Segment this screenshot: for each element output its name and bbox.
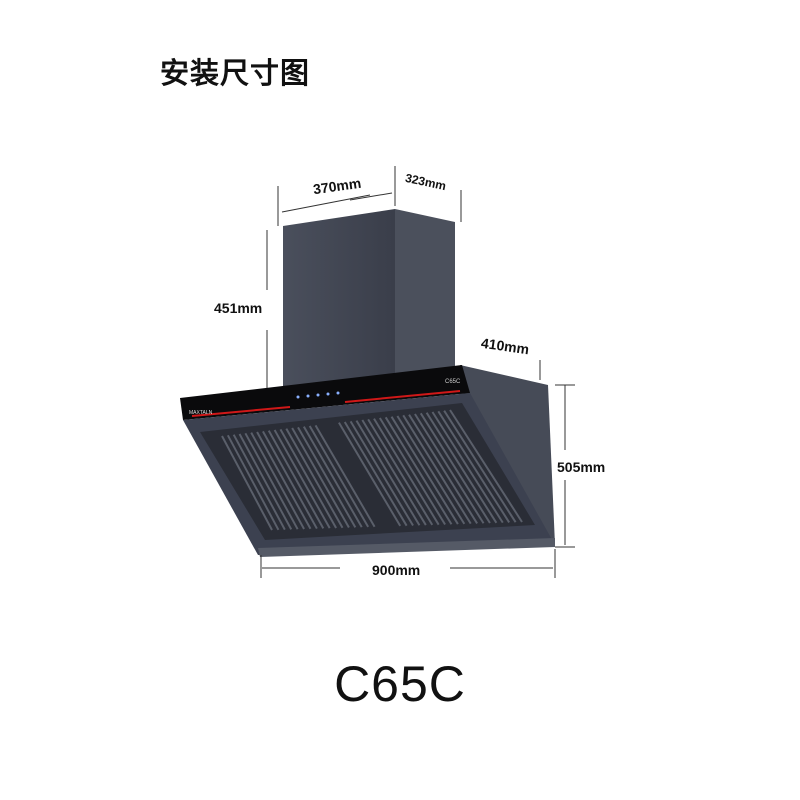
filter-fin	[437, 410, 511, 523]
accent-line-right	[344, 390, 461, 403]
filter-fin	[378, 417, 446, 525]
filter-fin	[367, 418, 434, 526]
filter-fin	[232, 434, 286, 531]
brand-logo: MAXTALN	[189, 410, 213, 416]
filter-fin	[297, 426, 357, 528]
filter-fin	[414, 413, 485, 524]
filter-fin	[431, 411, 504, 524]
filter-fin	[384, 416, 453, 525]
dim-chimney-height: 451mm	[214, 300, 263, 316]
filter-fin	[373, 418, 440, 526]
model-name: C65C	[334, 656, 466, 712]
filter-fin	[226, 434, 280, 531]
filter-fin	[314, 424, 376, 528]
filter-fin	[267, 430, 325, 529]
filter-fin	[408, 414, 478, 524]
filter-fin	[361, 419, 427, 526]
filter-fin	[291, 427, 350, 529]
filter-fin	[244, 432, 299, 530]
filter-fin	[396, 415, 466, 525]
bottom-trim	[258, 538, 555, 557]
panel-model: C65C	[445, 379, 461, 385]
filter-fin	[262, 430, 318, 530]
filter-fin	[390, 416, 459, 525]
filter-fin	[250, 432, 305, 530]
accent-line-left	[191, 406, 291, 417]
filter-fin	[238, 433, 293, 530]
dim-body-height: 505mm	[557, 459, 606, 475]
filter-fin	[285, 428, 344, 529]
filter-fin	[402, 414, 472, 525]
filter-fin	[349, 420, 414, 527]
chimney-front	[283, 209, 395, 388]
body-side	[460, 365, 555, 545]
dim-body-width: 900mm	[372, 562, 421, 578]
chimney-side	[395, 209, 455, 385]
filter-fin	[308, 425, 370, 528]
page-title: 安装尺寸图	[160, 56, 311, 90]
touch-buttons	[296, 391, 340, 399]
filter-fin	[419, 412, 491, 524]
filter-fin	[425, 412, 498, 524]
filter-fin	[279, 428, 337, 529]
control-panel	[180, 365, 470, 420]
filter-fin	[443, 410, 517, 523]
filter-fin	[302, 426, 363, 528]
filter-fin	[355, 420, 421, 526]
filter-fin	[338, 422, 402, 527]
filter-fin	[273, 429, 331, 529]
filter-fin	[256, 431, 312, 530]
filter-fin	[449, 409, 523, 523]
filter-fin	[343, 421, 408, 527]
filter-fin	[221, 435, 273, 531]
